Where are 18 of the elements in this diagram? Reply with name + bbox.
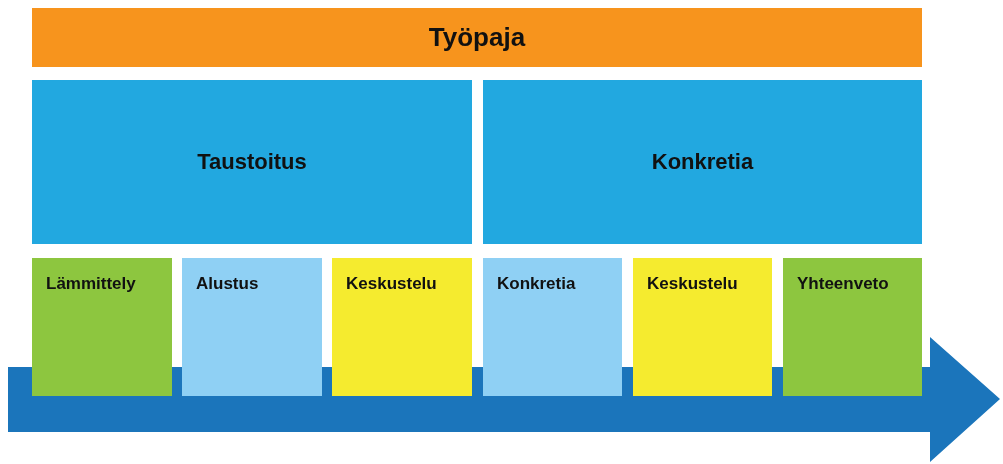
box-label: Työpaja [428,22,526,53]
step-box [332,258,472,396]
box-label: Taustoitus [197,149,307,175]
box-label: Konkretia [497,274,577,294]
step-box [783,258,922,396]
step-box [32,258,172,396]
box-label: Konkretia [651,149,754,175]
step-box [483,258,622,396]
title-banner [32,8,922,67]
box-label: Alustus [196,274,260,294]
box-label: Keskustelu [346,274,438,294]
step-box [633,258,772,396]
box-label: Lämmittely [46,274,137,294]
phase-box [483,80,922,244]
box-label: Keskustelu [647,274,739,294]
box-label: Yhteenveto [797,274,890,294]
phase-box [32,80,472,244]
step-box [182,258,322,396]
